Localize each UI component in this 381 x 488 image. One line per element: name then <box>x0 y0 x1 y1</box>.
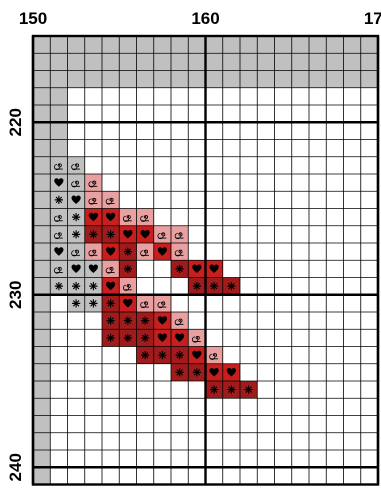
stitch-gray-spiral <box>50 226 67 243</box>
stitch-darkred-burst <box>154 347 171 364</box>
stitch-red-heart <box>85 209 102 226</box>
burst-icon <box>55 282 63 290</box>
burst-icon <box>89 282 97 290</box>
stitch-red-heart <box>137 226 154 243</box>
stitch-gray-spiral <box>50 157 67 174</box>
stitch-pink-spiral <box>206 347 223 364</box>
stitch-pink-spiral <box>137 295 154 312</box>
stitch-red-heart <box>188 347 205 364</box>
stitch-red-heart <box>154 312 171 329</box>
stitch-darkred-burst <box>102 295 119 312</box>
stitch-gray-spiral <box>68 243 85 260</box>
stitch-red-heart <box>154 329 171 346</box>
stitch-red-heart <box>206 260 223 277</box>
stitch-darkred-burst <box>119 312 136 329</box>
column-label: 160 <box>191 9 219 28</box>
stitch-darkred-burst <box>206 278 223 295</box>
stitch-pink-spiral <box>171 226 188 243</box>
stitch-gray-burst <box>68 226 85 243</box>
stitch-darkred-burst <box>102 312 119 329</box>
stitch-darkred-burst <box>85 226 102 243</box>
stitch-pink-spiral <box>171 243 188 260</box>
column-label: 170 <box>364 9 381 28</box>
stitch-darkred-burst <box>119 260 136 277</box>
stitch-darkred-burst <box>171 260 188 277</box>
stitch-gray-heart <box>68 260 85 277</box>
burst-icon <box>107 334 115 342</box>
stitch-red-heart <box>102 278 119 295</box>
stitch-darkred-burst <box>137 329 154 346</box>
stitch-red-heart <box>154 243 171 260</box>
stitch-pink-spiral <box>85 243 102 260</box>
stitch-red-heart <box>119 295 136 312</box>
stitch-gray-spiral <box>50 209 67 226</box>
stitch-pink-spiral <box>171 312 188 329</box>
stitch-gray-burst <box>50 278 67 295</box>
burst-icon <box>89 299 97 307</box>
stitch-gray-heart <box>50 174 67 191</box>
stitch-gray-heart <box>68 191 85 208</box>
stitch-pink-spiral <box>137 209 154 226</box>
stitch-darkred-burst <box>240 381 257 398</box>
stitch-red-heart <box>102 243 119 260</box>
stitch-pink-spiral <box>154 226 171 243</box>
row-label: 240 <box>6 453 25 481</box>
stitch-pink-spiral <box>85 174 102 191</box>
stitch-pink-spiral <box>85 191 102 208</box>
stitch-gray-heart <box>50 243 67 260</box>
burst-icon <box>72 299 80 307</box>
stitch-red-heart <box>188 260 205 277</box>
stitch-gray-burst <box>50 191 67 208</box>
stitch-red-heart <box>206 364 223 381</box>
stitch-gray-burst <box>85 278 102 295</box>
burst-icon <box>107 299 115 307</box>
stitch-darkred-burst <box>102 329 119 346</box>
stitch-pink-spiral <box>119 209 136 226</box>
stitch-darkred-burst <box>171 347 188 364</box>
stitch-pink-spiral <box>188 329 205 346</box>
stitch-pink-spiral <box>137 243 154 260</box>
stitch-gray-burst <box>68 209 85 226</box>
stitch-darkred-burst <box>188 278 205 295</box>
stitch-pink-spiral <box>154 295 171 312</box>
grid-lines <box>33 36 378 485</box>
stitch-gray-spiral <box>68 174 85 191</box>
stitch-gray-heart <box>85 260 102 277</box>
stitch-darkred-burst <box>171 364 188 381</box>
stitch-gray-spiral <box>50 260 67 277</box>
stitch-red-heart <box>119 226 136 243</box>
column-label: 150 <box>19 9 47 28</box>
stitch-darkred-burst <box>102 226 119 243</box>
row-label: 230 <box>6 281 25 309</box>
stitch-darkred-burst <box>206 381 223 398</box>
stitch-gray-spiral <box>68 157 85 174</box>
stitch-darkred-burst <box>188 364 205 381</box>
stitch-darkred-burst <box>119 329 136 346</box>
burst-icon <box>107 317 115 325</box>
stitch-gray-burst <box>85 295 102 312</box>
row-label: 220 <box>6 108 25 136</box>
stitch-darkred-burst <box>119 243 136 260</box>
stitch-darkred-burst <box>223 278 240 295</box>
stitch-pink-spiral <box>119 278 136 295</box>
stitch-gray-burst <box>68 278 85 295</box>
stitch-gray-burst <box>68 295 85 312</box>
stitch-pink-spiral <box>102 191 119 208</box>
stitch-darkred-burst <box>137 347 154 364</box>
stitch-darkred-burst <box>137 312 154 329</box>
stitch-red-heart <box>171 329 188 346</box>
stitch-red-heart <box>223 364 240 381</box>
burst-icon <box>72 282 80 290</box>
stitch-darkred-burst <box>223 381 240 398</box>
stitch-pink-spiral <box>102 260 119 277</box>
stitch-red-heart <box>102 209 119 226</box>
